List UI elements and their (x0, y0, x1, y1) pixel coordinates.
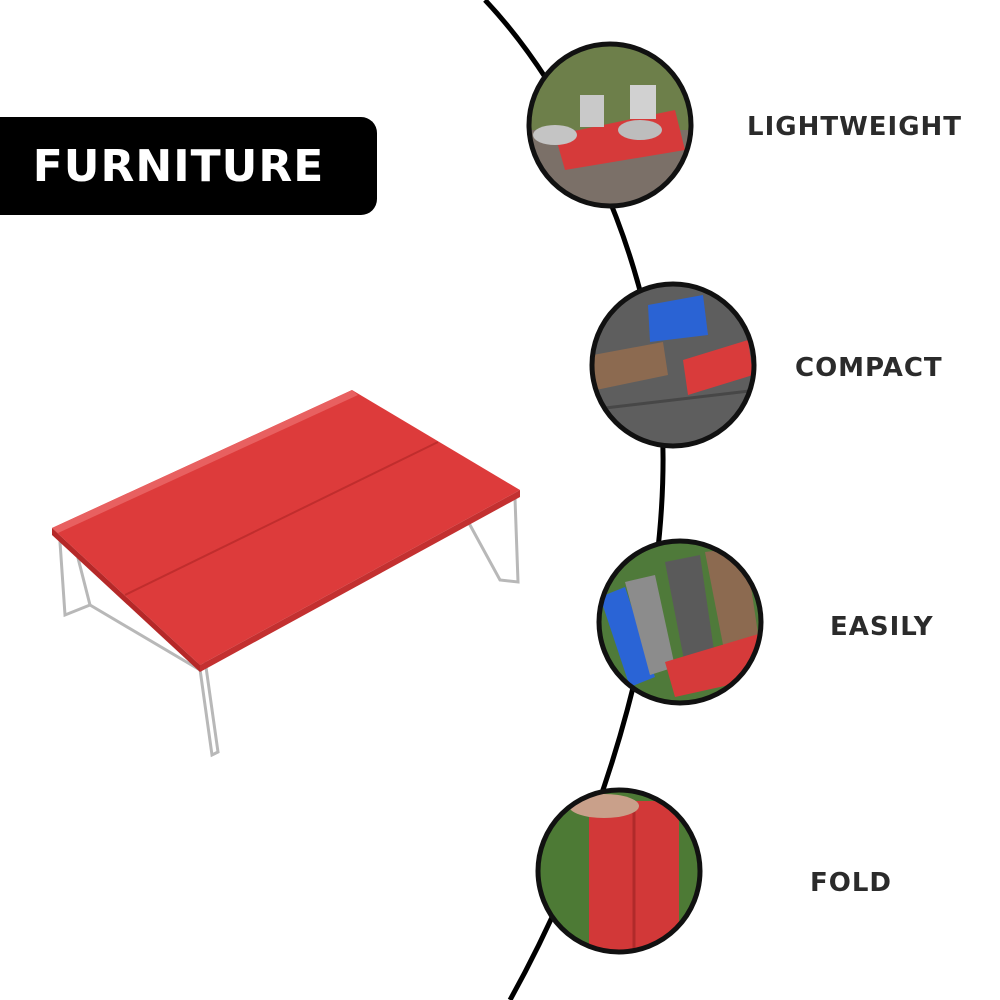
feature-label-lightweight: LIGHTWEIGHT (747, 112, 963, 142)
product-image-table (52, 390, 520, 758)
title-banner: FURNITURE (0, 117, 377, 215)
feature-label-easily: EASILY (830, 612, 934, 642)
banner-title: FURNITURE (32, 140, 325, 192)
feature-photo-compact (589, 281, 757, 449)
feature-photo-fold (535, 787, 703, 955)
feature-photo-lightweight (526, 41, 694, 209)
feature-label-fold: FOLD (810, 868, 893, 898)
feature-label-compact: COMPACT (795, 353, 943, 383)
feature-photo-easily (596, 538, 764, 706)
